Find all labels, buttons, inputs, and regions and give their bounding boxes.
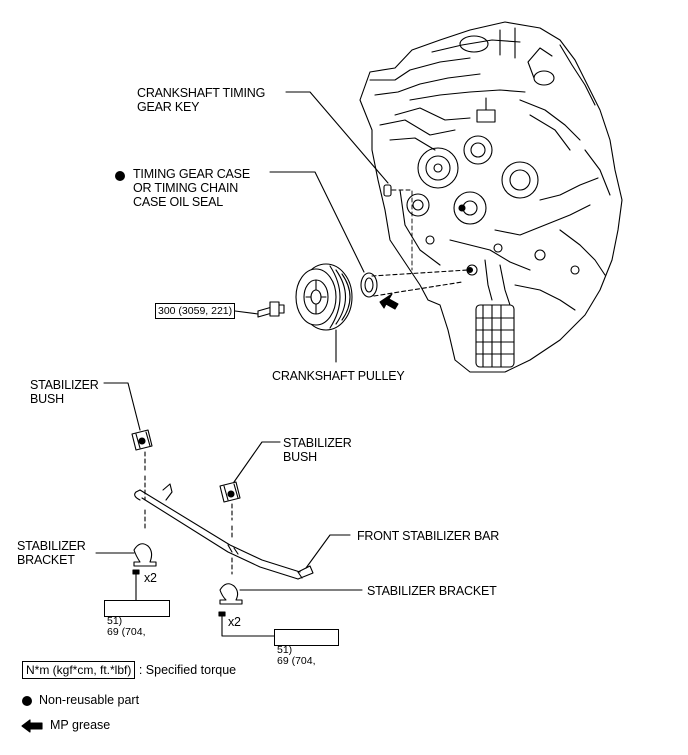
legend-mp-grease: MP grease — [50, 718, 111, 732]
right-bracket-part — [219, 583, 243, 605]
legend-torque-desc: : Specified torque — [138, 663, 237, 677]
crankshaft-pulley-part — [295, 263, 353, 331]
torque-bracket-left-line1: 69 (704, — [107, 626, 146, 638]
legend-non-reusable: Non-reusable part — [39, 693, 140, 707]
grease-arrow-icon — [379, 293, 399, 310]
oil-seal-part — [360, 272, 378, 298]
label-crankshaft-timing-gear-key: CRANKSHAFT TIMING GEAR KEY — [137, 86, 266, 114]
qty-left-bolts: x2 — [144, 571, 157, 585]
label-stabilizer-bush-left: STABILIZER BUSH — [30, 378, 99, 406]
legend-torque-row: N*m (kgf*cm, ft.*lbf) : Specified torque — [22, 661, 236, 679]
left-bolt-part — [132, 569, 140, 587]
engine-block-illustration — [359, 21, 623, 373]
legend-arrow-icon — [21, 719, 43, 733]
legend-torque-unit: N*m (kgf*cm, ft.*lbf) — [22, 661, 136, 679]
legend-non-reusable-icon — [22, 696, 32, 706]
torque-bracket-left: 69 (704, — [104, 600, 170, 638]
pulley-bolt-part — [257, 301, 285, 318]
qty-right-bolts: x2 — [228, 615, 241, 629]
timing-gear-key-part — [383, 184, 392, 197]
label-stabilizer-bracket-right: STABILIZER BRACKET — [367, 584, 497, 598]
left-bracket-part — [133, 543, 157, 567]
right-bush-part — [219, 481, 241, 503]
right-bolt-part — [218, 611, 226, 629]
label-stabilizer-bracket-left: STABILIZER BRACKET — [17, 539, 86, 567]
torque-bracket-right-line2: 51) — [277, 644, 293, 656]
label-oil-seal: TIMING GEAR CASE OR TIMING CHAIN CASE OI… — [133, 167, 250, 209]
label-stabilizer-bush-right: STABILIZER BUSH — [283, 436, 352, 464]
torque-bracket-right-line1: 69 (704, — [277, 655, 316, 667]
label-front-stabilizer-bar: FRONT STABILIZER BAR — [357, 529, 500, 543]
torque-pulley-bolt: 300 (3059, 221) — [155, 303, 236, 319]
left-bush-part — [131, 429, 153, 451]
torque-bracket-left-line2: 51) — [107, 615, 123, 627]
torque-bracket-right: 69 (704, — [274, 629, 339, 667]
non-reusable-icon — [115, 171, 125, 181]
label-crankshaft-pulley: CRANKSHAFT PULLEY — [272, 369, 405, 383]
stabilizer-bar-part — [134, 483, 314, 580]
